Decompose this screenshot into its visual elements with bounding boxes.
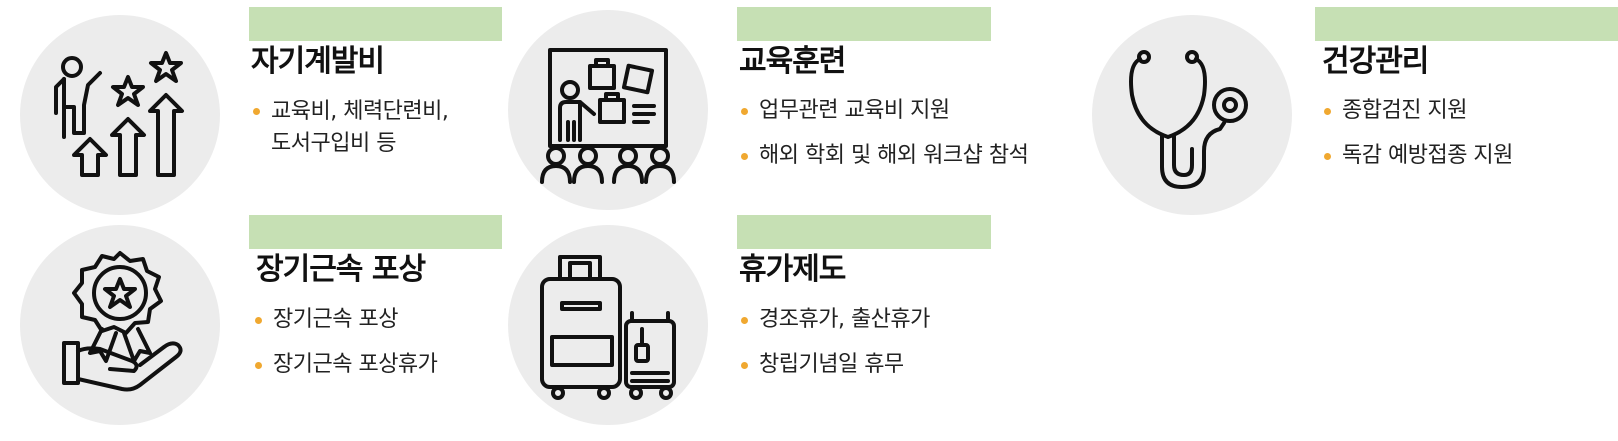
card-5-item-1: 경조휴가, 출산휴가 bbox=[739, 305, 930, 335]
card-2-header-bar bbox=[737, 7, 991, 41]
stethoscope-icon bbox=[1129, 50, 1248, 189]
card-1-list: 교육비, 체력단련비, 도서구입비 등 bbox=[251, 96, 449, 160]
award-hand-icon-circle bbox=[20, 225, 220, 425]
card-5-header-bar bbox=[737, 215, 991, 249]
card-2-item-1: 업무관련 교육비 지원 bbox=[739, 96, 1028, 126]
card-4-header-bar bbox=[249, 215, 502, 249]
card-3-header-bar bbox=[1315, 7, 1618, 41]
award-hand-icon bbox=[62, 251, 183, 392]
card-1-item-2: 도서구입비 등 bbox=[271, 131, 396, 156]
card-3-title: 건강관리 bbox=[1322, 44, 1429, 79]
card-4-list: 장기근속 포상 장기근속 포상휴가 bbox=[253, 305, 438, 395]
luggage-icon-circle bbox=[508, 225, 708, 425]
card-2-item-2: 해외 학회 및 해외 워크샵 참석 bbox=[739, 141, 1029, 171]
card-2-list: 업무관련 교육비 지원 해외 학회 및 해외 워크샵 참석 bbox=[739, 96, 1029, 186]
stethoscope-icon-circle bbox=[1092, 15, 1292, 215]
card-1-item-1: 교육비, 체력단련비, bbox=[251, 96, 449, 128]
card-3-list: 종합검진 지원 독감 예방접종 지원 bbox=[1322, 96, 1513, 186]
card-5-list: 경조휴가, 출산휴가 창립기념일 휴무 bbox=[739, 305, 930, 395]
luggage-icon bbox=[540, 255, 676, 400]
card-4-item-2: 장기근속 포상휴가 bbox=[253, 350, 438, 380]
card-1-header-bar bbox=[249, 7, 502, 41]
card-3-item-2: 독감 예방접종 지원 bbox=[1322, 141, 1513, 171]
card-4-item-1: 장기근속 포상 bbox=[253, 305, 437, 335]
growth-stars-icon-circle bbox=[20, 15, 220, 215]
card-4-title: 장기근속 포상 bbox=[256, 252, 426, 287]
presentation-board-icon-circle bbox=[508, 10, 708, 210]
card-1-title: 자기계발비 bbox=[251, 44, 385, 79]
card-5-item-2: 창립기념일 휴무 bbox=[739, 350, 930, 380]
card-2-title: 교육훈련 bbox=[739, 44, 846, 79]
card-5-title: 휴가제도 bbox=[739, 252, 846, 287]
growth-stars-icon bbox=[54, 51, 184, 177]
card-3-item-1: 종합검진 지원 bbox=[1322, 96, 1513, 126]
presentation-board-icon bbox=[540, 48, 676, 184]
